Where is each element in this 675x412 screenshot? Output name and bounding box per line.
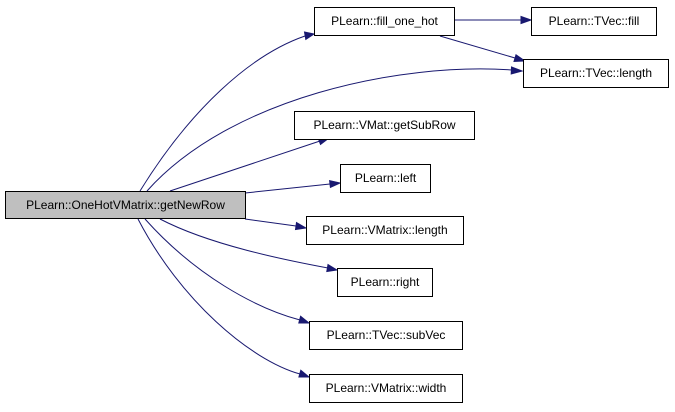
node-left[interactable]: PLearn::left: [340, 164, 431, 193]
edge-getnewrow-to-width: [137, 218, 301, 375]
node-tvec-length[interactable]: PLearn::TVec::length: [523, 59, 669, 88]
edge-getnewrow-to-vmatrix-length: [244, 218, 297, 227]
arrowhead-tvec-length-from-fill: [513, 53, 527, 63]
node-label: PLearn::right: [351, 275, 420, 289]
node-label: PLearn::TVec::subVec: [327, 328, 446, 342]
node-tvec-fill[interactable]: PLearn::TVec::fill: [531, 7, 657, 36]
node-label: PLearn::TVec::length: [540, 66, 652, 80]
node-right[interactable]: PLearn::right: [337, 268, 433, 297]
nodes: PLearn::OneHotVMatrix::getNewRow PLearn:…: [5, 7, 669, 403]
edges: [137, 15, 533, 378]
edge-getnewrow-to-getsubrow: [169, 140, 321, 192]
node-getsubrow[interactable]: PLearn::VMat::getSubRow: [294, 111, 475, 140]
edge-getnewrow-to-fill-one-hot: [139, 35, 306, 192]
edge-getnewrow-to-subvec: [144, 218, 301, 321]
arrowhead-right: [326, 263, 339, 273]
node-label: PLearn::left: [355, 171, 417, 185]
node-label: PLearn::VMatrix::length: [322, 223, 447, 237]
node-width[interactable]: PLearn::VMatrix::width: [309, 374, 463, 403]
node-label: PLearn::fill_one_hot: [331, 14, 438, 28]
arrowhead-tvec-fill: [520, 15, 533, 25]
edge-getnewrow-to-left: [244, 183, 331, 194]
node-label: PLearn::VMat::getSubRow: [313, 118, 455, 132]
arrowhead-left: [329, 179, 342, 189]
node-getnewrow[interactable]: PLearn::OneHotVMatrix::getNewRow: [5, 191, 246, 219]
node-label: PLearn::TVec::fill: [549, 14, 640, 28]
node-label: PLearn::OneHotVMatrix::getNewRow: [26, 198, 225, 212]
edge-fill-one-hot-to-tvec-length: [439, 35, 516, 59]
edge-getnewrow-to-right: [159, 218, 329, 269]
arrowhead-fill-one-hot: [303, 31, 316, 41]
node-vmatrix-length[interactable]: PLearn::VMatrix::length: [306, 216, 464, 245]
arrowhead-width: [298, 369, 311, 378]
edge-getnewrow-to-tvec-length: [146, 68, 513, 192]
node-subvec[interactable]: PLearn::TVec::subVec: [309, 321, 463, 350]
arrowhead-tvec-length-from-root: [510, 66, 524, 75]
node-label: PLearn::VMatrix::width: [326, 381, 447, 395]
node-fill-one-hot[interactable]: PLearn::fill_one_hot: [314, 7, 455, 36]
arrowhead-subvec: [298, 315, 311, 324]
arrowhead-vmatrix-length: [294, 221, 308, 231]
